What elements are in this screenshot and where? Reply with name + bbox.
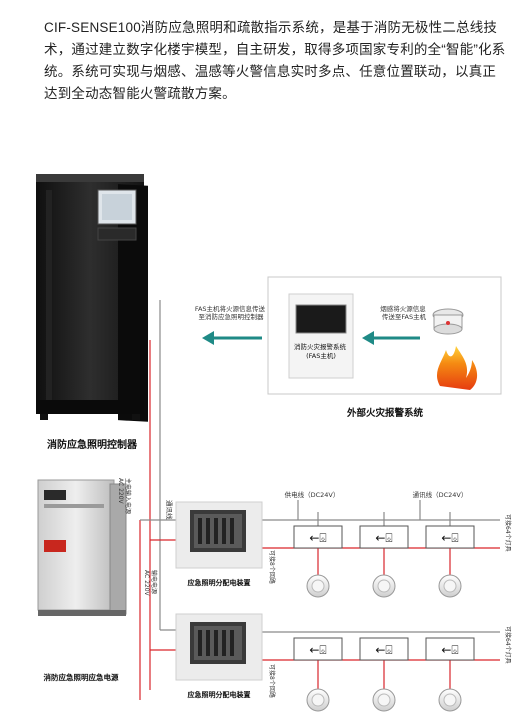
svg-text:←⌺: ←⌺ [441, 643, 458, 657]
svg-text:←⌺: ←⌺ [309, 643, 326, 657]
smoke-to-fas-line-2: 传送至FAS主机 [382, 312, 427, 321]
main-power-label: 主电输入电源 AC 220V [117, 478, 132, 516]
fas-host-label: 消防火灾报警系统 (FAS主机) [294, 342, 348, 360]
exit-sign-icon: ←⌺ [425, 525, 475, 549]
smoke-to-fas-line-1: 烟感将火源信息 [380, 304, 426, 313]
svg-text:←⌺: ←⌺ [375, 531, 392, 545]
svg-text:←⌺: ←⌺ [375, 643, 392, 657]
emergency-lamp-icon [306, 574, 330, 598]
exit-sign-icon: ←⌺ [359, 637, 409, 661]
comm-line-dc-label: 通讯线（DC24V） [413, 490, 468, 499]
exit-sign-icon: ←⌺ [293, 525, 343, 549]
power-out-label: 输电电源 AC 220V [143, 570, 158, 597]
arrow-to-fas [362, 331, 420, 345]
power-out-line-2: AC 220V [143, 570, 150, 597]
smoke-detector-icon [432, 308, 464, 335]
smoke-to-fas-label: 烟感将火源信息 传送至FAS主机 [380, 304, 428, 321]
power-supply-cabinet [37, 479, 127, 616]
external-fire-label: 外部火灾报警系统 [346, 407, 424, 419]
svg-text:←⌺: ←⌺ [441, 531, 458, 545]
emergency-lamp-icon [438, 688, 462, 712]
comm-line-label: 通讯线 [165, 500, 174, 520]
fas-host-line-2: (FAS主机) [306, 351, 336, 360]
power-supply-label: 消防应急照明应急电源 [44, 672, 119, 682]
fas-to-controller-label: FAS主机将火源信息传送 至消防应急照明控制器 [195, 304, 267, 321]
exit-sign-icon: ←⌺ [425, 637, 475, 661]
lamps-label-1: 可接64个灯具 [504, 514, 512, 552]
emergency-lamp-icon [306, 688, 330, 712]
svg-text:←⌺: ←⌺ [309, 531, 326, 545]
fas-to-controller-line-2: 至消防应急照明控制器 [199, 312, 265, 321]
distribution-box-1-label: 应急照明分配电装置 [188, 578, 251, 587]
loops-label-1: 可接8个回路 [268, 550, 276, 584]
distribution-box-1 [175, 501, 263, 569]
fas-to-controller-line-1: FAS主机将火源信息传送 [195, 304, 266, 313]
external-fire-frame [267, 276, 502, 395]
distribution-box-2 [175, 613, 263, 681]
fas-host-line-1: 消防火灾报警系统 [294, 342, 347, 351]
main-power-line-2: AC 220V [117, 478, 124, 505]
loops-label-2: 可接8个回路 [268, 664, 276, 698]
fas-host-screen [295, 304, 347, 334]
arrow-to-controller [202, 331, 262, 345]
emergency-lamp-icon [372, 688, 396, 712]
emergency-lamp-icon [372, 574, 396, 598]
exit-sign-icon: ←⌺ [359, 525, 409, 549]
emergency-lamp-icon [438, 574, 462, 598]
intro-paragraph: CIF-SENSE100消防应急照明和疏散指示系统，是基于消防无极性二总线技术，… [44, 20, 506, 101]
lamps-label-2: 可接64个灯具 [504, 626, 512, 664]
controller-label: 消防应急照明控制器 [47, 438, 138, 451]
power-line-dc-label: 供电线（DC24V） [285, 490, 340, 499]
distribution-box-2-label: 应急照明分配电装置 [188, 690, 251, 699]
exit-sign-icon: ←⌺ [293, 637, 343, 661]
fire-icon [436, 346, 478, 390]
power-out-line-1: 输电电源 [150, 570, 158, 594]
main-power-line-1: 主电输入电源 [124, 478, 132, 514]
controller-cabinet [36, 174, 148, 422]
